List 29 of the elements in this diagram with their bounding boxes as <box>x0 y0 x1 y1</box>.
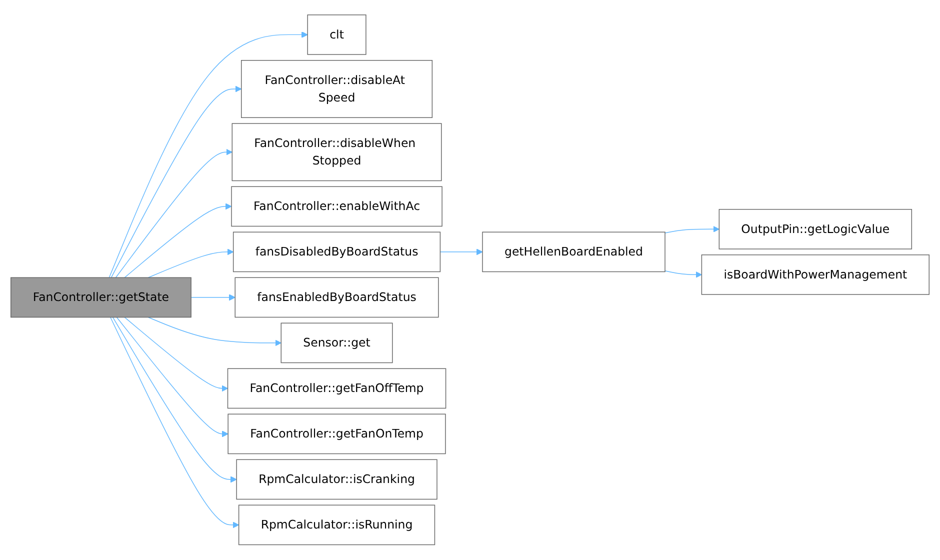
node-box: getHellenBoardEnabled <box>482 232 666 272</box>
node-box: FanController::disableAt Speed <box>241 60 433 118</box>
arrow <box>148 248 234 278</box>
node-box: FanController::getFanOnTemp <box>228 414 446 454</box>
arrow <box>664 270 702 278</box>
arrow <box>124 317 228 392</box>
node-box: FanController::getState <box>10 277 192 318</box>
arrow <box>190 294 236 301</box>
arrow <box>112 317 237 483</box>
node-box: Sensor::get <box>280 322 393 364</box>
arrow <box>148 317 282 346</box>
node-box: OutputPin::getLogicValue <box>718 209 912 250</box>
node-box: isBoardWithPowerManagement <box>701 254 930 296</box>
node-box: fansEnabledByBoardStatus <box>234 277 439 318</box>
node-box: FanController::disableWhen Stopped <box>232 123 442 182</box>
arrow <box>115 149 232 278</box>
arrow <box>124 203 232 278</box>
arrow <box>110 317 240 528</box>
arrow <box>110 86 242 278</box>
node-box: FanController::getFanOffTemp <box>227 368 446 409</box>
arrow <box>664 226 720 234</box>
node-box: FanController::enableWithAc <box>231 186 442 227</box>
arrow <box>440 248 483 256</box>
arrow <box>108 32 308 278</box>
node-box: fansDisabledByBoardStatus <box>232 232 441 272</box>
arrow <box>116 317 228 438</box>
node-box: RpmCalculator::isRunning <box>238 504 436 546</box>
node-box: RpmCalculator::isCranking <box>236 459 438 500</box>
node-box: clt <box>307 14 366 56</box>
